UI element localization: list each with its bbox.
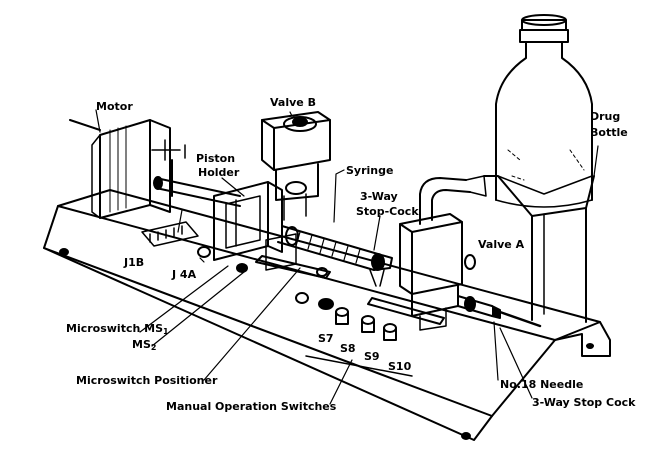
- label-microswitch-ms1: Microswitch MS1: [66, 322, 169, 338]
- label-stop-cock-bottom: 3-Way Stop Cock: [532, 396, 636, 409]
- switch-s8: [335, 311, 349, 325]
- leader-lines: [95, 109, 599, 405]
- needle-assembly: [457, 295, 542, 328]
- label-valve-b: Valve B: [270, 96, 316, 109]
- label-drug: Drug: [590, 110, 621, 123]
- switch-label-underline: [305, 355, 413, 377]
- leader-positioner: [203, 267, 301, 381]
- syringe: [277, 225, 393, 271]
- drug-bottle: [495, 14, 593, 208]
- switch-knob-small: [295, 292, 309, 304]
- leader-drug-bottle: [593, 145, 599, 177]
- stop-cock-upper: [369, 253, 385, 287]
- switch-knob-s7: [318, 298, 334, 310]
- motor: [69, 119, 186, 219]
- switch-s10: [383, 327, 397, 341]
- label-bottle: Bottle: [590, 126, 628, 139]
- label-stop-cock-top-line1: 3-Way: [360, 190, 398, 203]
- leader-manual-switches: [329, 359, 353, 405]
- leader-stop-cock-lower: [499, 327, 533, 399]
- label-s10: S10: [388, 360, 412, 373]
- leader-j1b: [177, 209, 183, 233]
- label-no18-needle: No.18 Needle: [500, 378, 584, 391]
- leader-valve-b: [289, 111, 293, 117]
- label-stop-cock-top-line2: Stop-Cock: [356, 205, 419, 218]
- leader-stop-cock-upper: [373, 215, 381, 251]
- connector-small: [236, 263, 248, 273]
- valve-a: [399, 213, 476, 331]
- leader-needle: [493, 321, 499, 381]
- leader-syringe: [333, 169, 345, 223]
- leader-j4a: [199, 257, 205, 263]
- label-ms2: MS2: [132, 338, 156, 354]
- lead-screw: [153, 176, 241, 207]
- label-ms2-sub: 2: [150, 343, 157, 352]
- label-s7: S7: [318, 332, 334, 345]
- microswitch-positioner-plate: [255, 233, 331, 279]
- label-ms1-text: Microswitch MS: [66, 322, 164, 335]
- supply-tube: [419, 175, 487, 225]
- leader-motor: [95, 109, 101, 133]
- bottle-stand: [483, 175, 595, 323]
- label-j1b: J1B: [124, 256, 145, 269]
- leader-ms1: [139, 265, 229, 333]
- leader-piston-holder: [221, 177, 245, 197]
- label-motor: Motor: [96, 100, 133, 113]
- label-ms1-sub: 1: [163, 327, 169, 336]
- connector-j4a: [197, 246, 211, 258]
- leader-ms2: [151, 271, 245, 347]
- label-s9: S9: [364, 350, 380, 363]
- label-j4a: J 4A: [172, 268, 197, 281]
- label-s8: S8: [340, 342, 356, 355]
- manual-switches: [295, 292, 397, 341]
- switch-s9: [361, 319, 375, 333]
- label-valve-a: Valve A: [478, 238, 525, 251]
- label-holder: Holder: [198, 166, 240, 179]
- valve-b: [261, 111, 331, 221]
- terminal-block-j1b: [141, 221, 199, 247]
- label-syringe: Syringe: [346, 164, 394, 177]
- label-microswitch-positioner: Microswitch Positioner: [76, 374, 218, 387]
- label-piston: Piston: [196, 152, 236, 165]
- valve-a-mount: [367, 297, 445, 325]
- label-ms2-text: MS: [132, 338, 151, 351]
- label-manual-operation-switches: Manual Operation Switches: [166, 400, 337, 413]
